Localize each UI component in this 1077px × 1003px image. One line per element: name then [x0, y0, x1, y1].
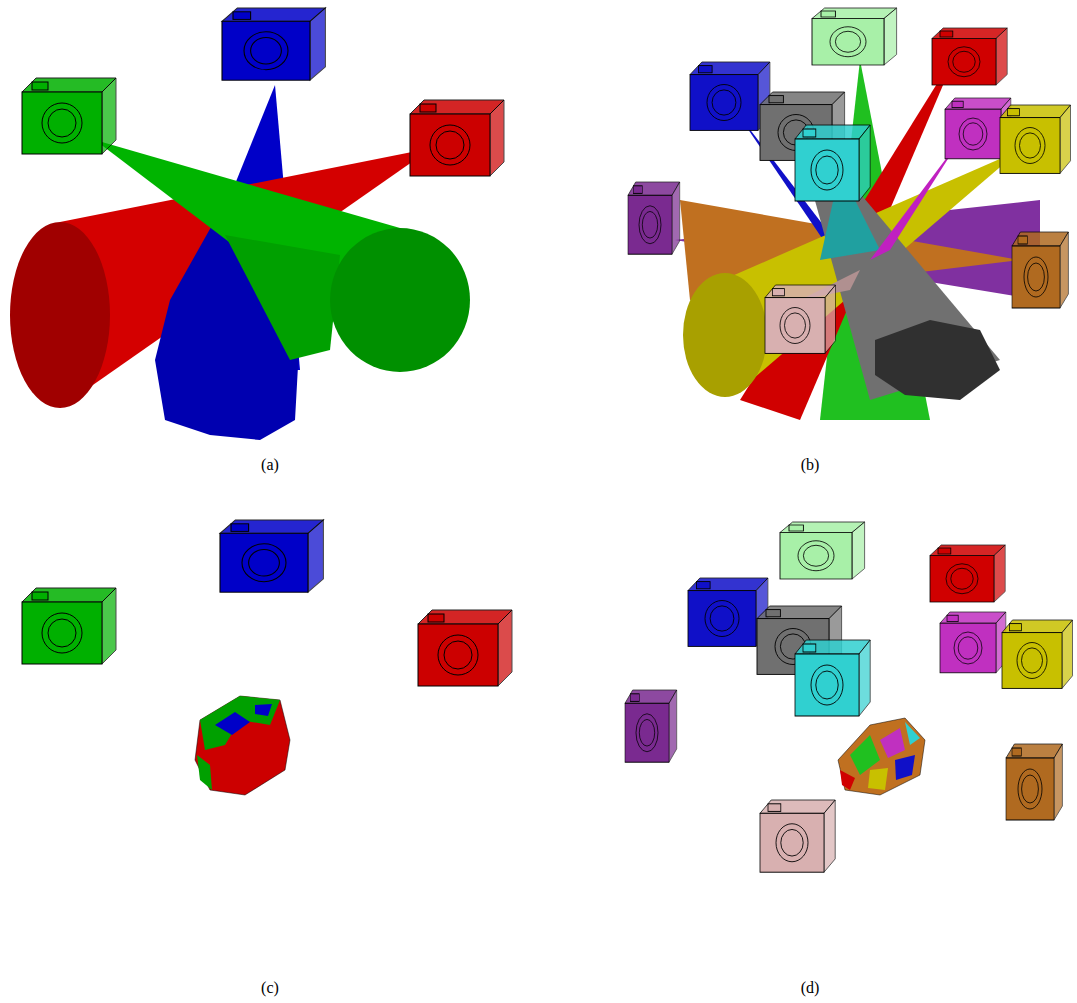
panel-label: (b) — [801, 456, 820, 474]
cyan-camera — [795, 125, 870, 201]
magenta-camera — [940, 612, 1006, 673]
purple-camera — [628, 182, 680, 254]
object-patch — [840, 770, 855, 790]
object-patch — [895, 755, 915, 780]
light-green-camera — [780, 522, 865, 579]
red-camera — [418, 610, 512, 686]
object-patch — [880, 728, 905, 758]
panel-b — [628, 8, 1071, 420]
reconstructed-object — [195, 696, 290, 795]
green-camera — [22, 588, 116, 664]
yellow-camera — [1000, 105, 1071, 173]
blue-camera — [688, 578, 768, 646]
light-green-camera — [812, 8, 897, 65]
panel-label: (d) — [801, 979, 820, 997]
panel-label: (a) — [261, 456, 279, 474]
orange-camera — [1006, 744, 1062, 820]
red-cone-base — [10, 222, 110, 408]
reconstructed-object — [838, 718, 925, 795]
purple-camera — [625, 690, 677, 762]
gray-cone-base — [875, 320, 1000, 400]
green-cone-inner — [225, 235, 340, 360]
cyan-camera — [795, 640, 870, 716]
yellow-cone-base — [683, 273, 767, 397]
red-camera — [930, 545, 1005, 602]
object-green-patch — [197, 755, 212, 790]
object-patch — [905, 722, 920, 745]
object-patch — [868, 768, 888, 790]
red-camera — [410, 100, 504, 176]
object-green-patch — [200, 696, 280, 750]
blue-camera — [222, 8, 325, 80]
panel-a — [10, 8, 504, 440]
green-cone-base — [330, 228, 470, 372]
orange-camera — [1012, 232, 1068, 308]
pink-camera — [760, 800, 835, 872]
red-camera — [932, 28, 1007, 85]
panel-d — [625, 522, 1073, 872]
blue-camera — [220, 520, 323, 592]
object-blue-patch — [215, 712, 250, 735]
object-patch — [850, 735, 880, 775]
object-blue-patch — [255, 704, 272, 716]
panel-c — [22, 520, 512, 795]
blue-camera — [690, 62, 770, 130]
panel-label: (c) — [261, 979, 279, 997]
yellow-camera — [1002, 620, 1073, 688]
green-camera — [22, 78, 116, 154]
pink-camera — [765, 285, 836, 353]
